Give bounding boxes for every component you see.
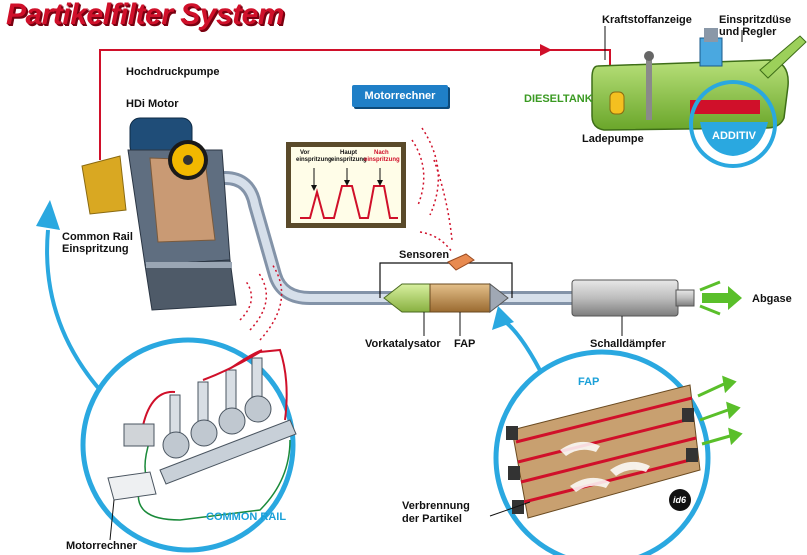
label-ladepumpe: Ladepumpe [582,133,644,145]
label-verbrennung-line2: der Partikel [402,513,462,525]
graph-label-vor-line1: Vor [300,150,310,156]
additiv-tank [689,80,777,168]
label-hdi-motor: HDi Motor [126,98,179,110]
label-fap: FAP [454,338,476,350]
engine-signal-waves [239,263,283,341]
catalyst-fap-unit [383,282,509,314]
label-motorrechner: Motorrechner [66,540,137,552]
common-rail-detail [80,337,297,553]
label-hochdruckpumpe: Hochdruckpumpe [126,66,220,78]
graph-label-nach-line1: Nach [374,150,389,156]
label-abgase: Abgase [752,293,792,305]
muffler [571,279,695,317]
arrow-head-right [492,306,514,330]
label-dieseltank: DIESELTANK [524,93,593,105]
label-einspritzduese-line2: und Regler [719,26,777,38]
label-vorkatalysator: Vorkatalysator [365,338,441,350]
fap-detail [489,349,743,555]
graph-label-nach-line2: einspritzung [364,157,400,163]
label-common-rail: COMMON RAIL [206,511,287,523]
hdi-engine [81,117,237,311]
label-common-rail-einspritzung-line2: Einspritzung [62,243,129,255]
leader-lines [423,26,743,336]
graph-label-vor-line2: einspritzung [296,157,332,163]
arrow-head-left [36,200,60,230]
label-additiv: ADDITIV [712,130,756,142]
label-fap-detail: FAP [578,376,600,388]
sensor [447,253,475,271]
fuel-line-arrow [540,44,552,56]
label-schalldaempfer: Schalldämpfer [590,338,666,350]
label-common-rail-einspritzung-line1: Common Rail [62,231,133,243]
label-sensoren: Sensoren [399,249,450,261]
label-kraftstoffanzeige: Kraftstoffanzeige [602,14,692,26]
injection-graph [286,142,406,228]
page-title: Partikelfilter System [6,0,284,31]
motorrechner-chip: Motorrechner [352,85,448,107]
label-verbrennung-line1: Verbrennung [402,500,470,512]
label-einspritzduese-line1: Einspritzdüse [719,14,792,26]
exhaust-arrows [699,280,742,316]
graph-signal-waves [411,127,453,253]
graph-label-haupt-line1: Haupt [340,150,357,156]
graph-label-haupt-line2: einspritzung [331,157,367,163]
sensor-bracket [379,262,513,298]
id6-logo: id6 [673,495,687,505]
